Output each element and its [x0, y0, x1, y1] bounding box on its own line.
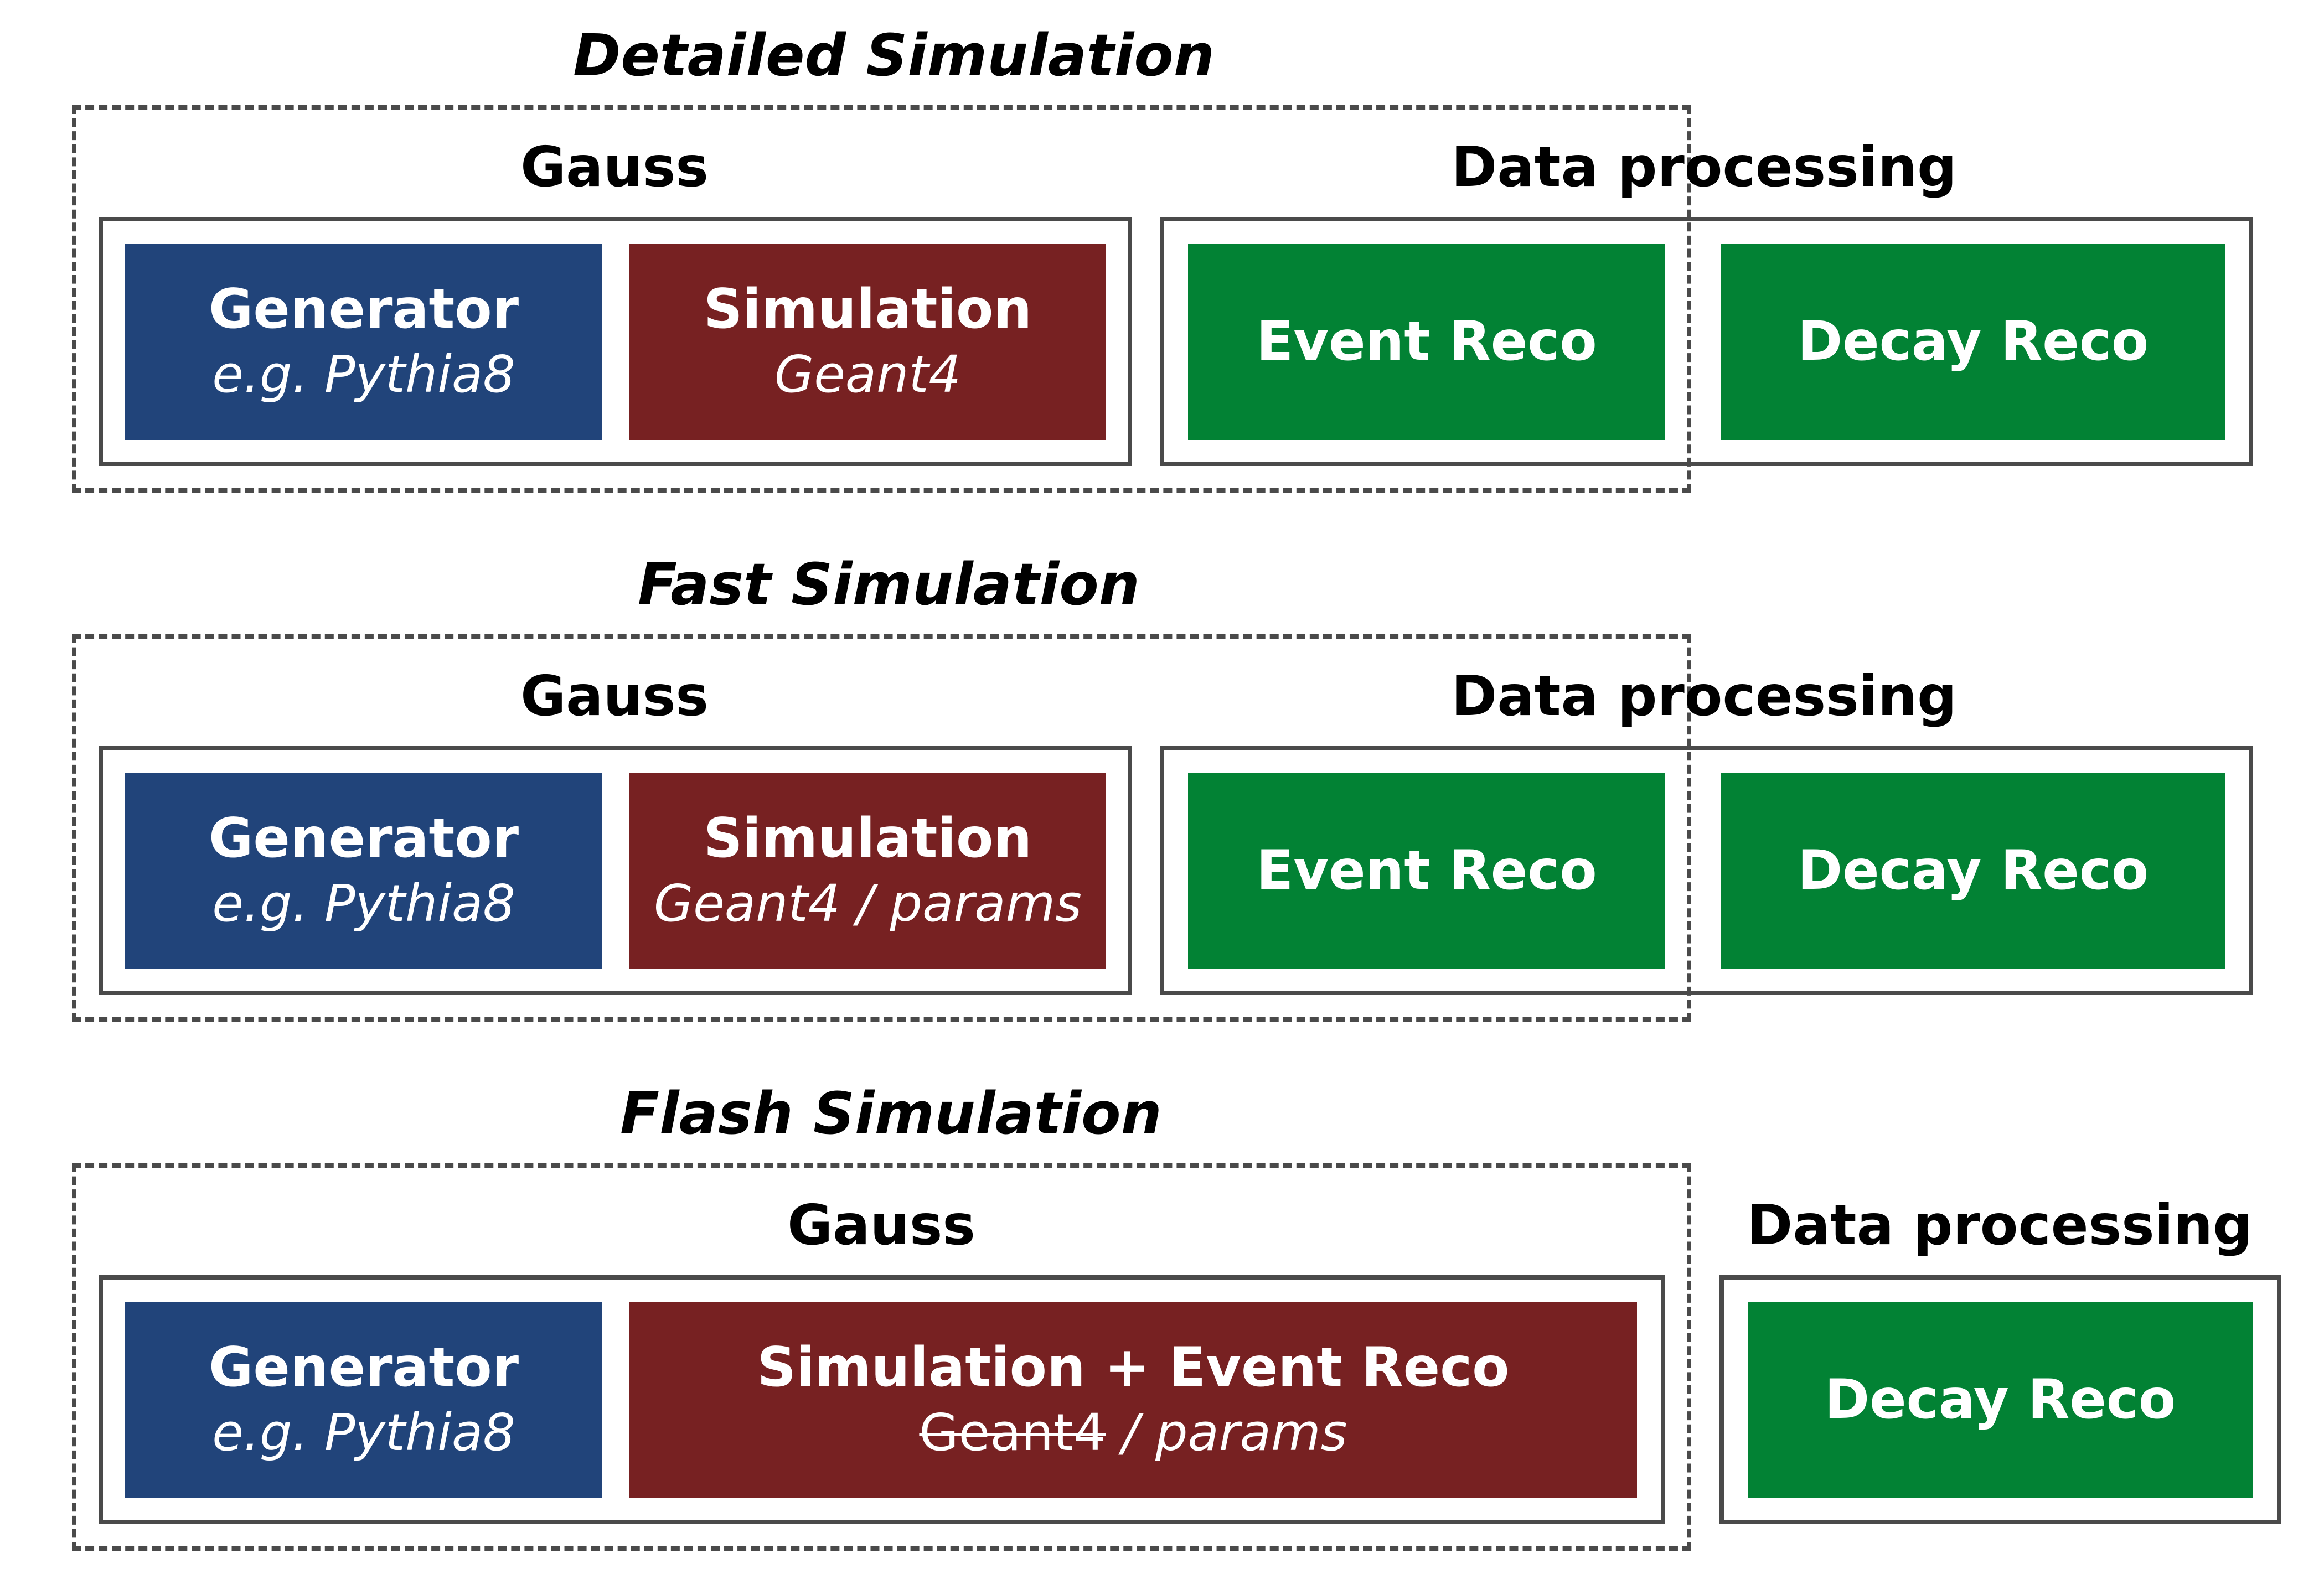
event-reco-label: Event Reco [1256, 838, 1597, 902]
fast-simulation-block: Simulation Geant4 / params [629, 773, 1106, 969]
detailed-simulation-block: Simulation Geant4 [629, 244, 1106, 440]
geant4-struck-text: Geant4 [919, 1402, 1106, 1462]
flash-data-processing-label: Data processing [1747, 1193, 2253, 1257]
simulation-engine: Geant4 / params [919, 1401, 1347, 1464]
flash-simulation-block: Simulation + Event Reco Geant4 / params [629, 1302, 1637, 1498]
flash-data-processing-frame [1719, 1275, 2281, 1524]
fast-simulation-boundary [72, 634, 1691, 1022]
flash-decay-reco-block: Decay Reco [1748, 1302, 2253, 1498]
generator-example: e.g. Pythia8 [212, 1402, 515, 1462]
simulation-engine: Geant4 [774, 344, 962, 404]
detailed-gauss-frame [99, 217, 1132, 466]
params-text: / params [1106, 1402, 1347, 1462]
flash-generator-block: Generator e.g. Pythia8 [125, 1302, 602, 1498]
detailed-data-processing-label: Data processing [1451, 134, 1957, 199]
detailed-generator-block: Generator e.g. Pythia8 [125, 244, 602, 440]
detailed-event-reco-block: Event Reco [1188, 244, 1665, 440]
fast-gauss-frame [99, 746, 1132, 995]
generator-label: Generator [208, 807, 519, 871]
simulation-label: Simulation [703, 278, 1032, 341]
event-reco-label: Event Reco [1256, 309, 1597, 373]
flash-gauss-label: Gauss [787, 1193, 975, 1257]
decay-reco-label: Decay Reco [1824, 1368, 2176, 1431]
simulation-engine: Geant4 / params [653, 873, 1082, 933]
fast-event-reco-block: Event Reco [1188, 773, 1665, 969]
detailed-decay-reco-block: Decay Reco [1721, 244, 2225, 440]
detailed-simulation-title: Detailed Simulation [573, 22, 1215, 89]
flash-simulation-title: Flash Simulation [620, 1080, 1162, 1147]
flash-gauss-frame [99, 1275, 1665, 1524]
detailed-data-processing-frame [1160, 217, 2253, 466]
generator-example: e.g. Pythia8 [212, 344, 515, 404]
fast-decay-reco-block: Decay Reco [1721, 773, 2225, 969]
flash-simulation-boundary [72, 1163, 1691, 1551]
fast-simulation-title: Fast Simulation [638, 551, 1140, 618]
simulation-label: Simulation [703, 807, 1032, 871]
decay-reco-label: Decay Reco [1797, 838, 2149, 902]
generator-example: e.g. Pythia8 [212, 873, 515, 933]
fast-gauss-label: Gauss [520, 664, 709, 728]
detailed-simulation-boundary [72, 105, 1691, 493]
decay-reco-label: Decay Reco [1797, 309, 2149, 373]
fast-data-processing-label: Data processing [1451, 664, 1957, 728]
generator-label: Generator [208, 278, 519, 341]
generator-label: Generator [208, 1336, 519, 1400]
detailed-gauss-label: Gauss [520, 134, 709, 199]
fast-generator-block: Generator e.g. Pythia8 [125, 773, 602, 969]
fast-data-processing-frame [1160, 746, 2253, 995]
simulation-label: Simulation + Event Reco [757, 1336, 1510, 1400]
